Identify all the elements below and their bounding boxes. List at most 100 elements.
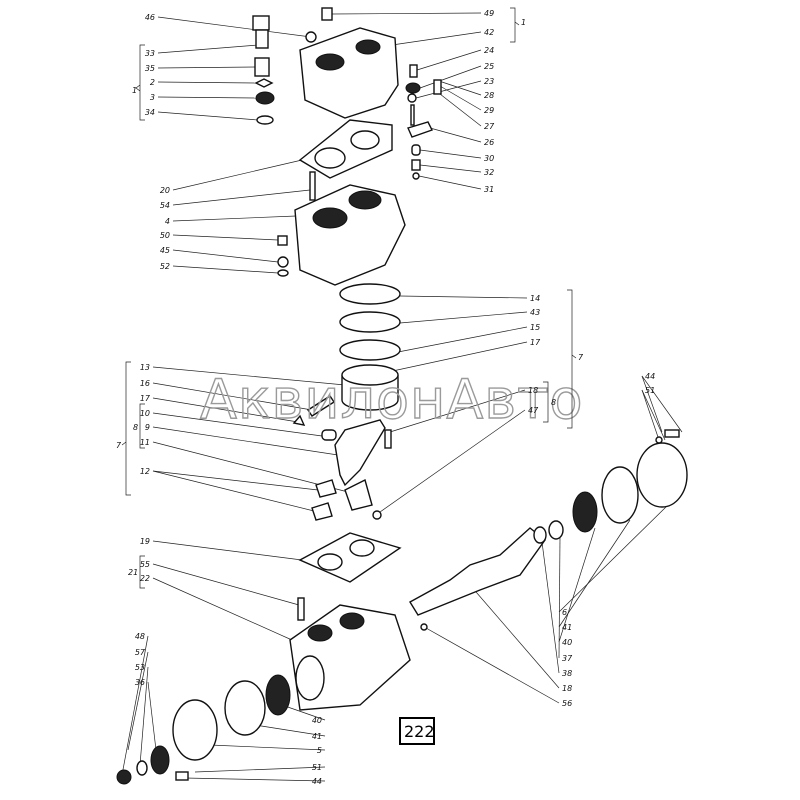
callout-31: 31 (484, 185, 494, 194)
bearing-40 (572, 491, 598, 533)
washer-51 (655, 436, 663, 444)
leader-line (558, 527, 596, 643)
plunger-30 (411, 144, 421, 156)
plug-33 (252, 15, 270, 31)
leader-line (425, 627, 560, 704)
callout-15: 15 (530, 323, 540, 332)
leader-line (152, 412, 323, 437)
callout-11: 11 (140, 438, 150, 447)
leader-line (419, 164, 482, 173)
leader-line (152, 540, 303, 561)
leader-line (172, 215, 297, 222)
callout-28: 28 (484, 91, 494, 100)
callout-42: 42 (484, 28, 494, 37)
leader-line (435, 79, 482, 96)
callout-52: 52 (160, 262, 170, 271)
callout-20: 20 (160, 186, 170, 195)
leader-line (429, 127, 482, 143)
callout-27: 27 (484, 122, 495, 131)
callout-35: 35 (145, 64, 155, 73)
bearing-40 (265, 674, 291, 716)
gasket-hole (349, 539, 375, 557)
leader-line (397, 326, 528, 353)
leader-line (541, 541, 560, 674)
group-label-8: 8 (551, 398, 556, 407)
callout-40: 40 (562, 638, 572, 647)
seat-3 (255, 91, 275, 105)
head-port (315, 53, 345, 71)
leader-line (469, 584, 560, 689)
crankcase-opening (295, 655, 325, 701)
callout-40: 40 (312, 716, 322, 725)
callout-30: 30 (484, 154, 494, 163)
ring-53 (136, 760, 148, 776)
plug-body (255, 29, 269, 49)
nut-48 (116, 769, 132, 785)
group-label-7: 7 (116, 441, 122, 450)
leader-line (439, 93, 482, 127)
callout-10: 10 (140, 409, 150, 418)
gasket-19 (298, 532, 402, 583)
callout-37: 37 (562, 654, 573, 663)
leader-line (389, 389, 526, 433)
callout-19: 19 (140, 537, 150, 546)
callout-51: 51 (645, 386, 655, 395)
leader-lines (121, 12, 683, 782)
group-label-7: 7 (578, 353, 584, 362)
cylinder-bore (312, 207, 348, 229)
leader-line (152, 441, 349, 493)
cylinder-bore (348, 190, 382, 210)
leader-line (152, 563, 300, 606)
callout-26: 26 (484, 138, 494, 147)
leader-line (194, 766, 326, 773)
callout-44: 44 (312, 777, 322, 786)
callout-14: 14 (530, 294, 540, 303)
leader-line (152, 470, 319, 491)
callout-12: 12 (140, 467, 150, 476)
callout-55: 55 (140, 560, 150, 569)
cylinder-head (299, 27, 399, 119)
plate-23 (407, 93, 417, 103)
leader-line (254, 724, 326, 737)
callout-13: 13 (140, 363, 150, 372)
callout-50: 50 (160, 231, 170, 240)
leader-line (184, 777, 326, 782)
valve-25 (405, 82, 421, 94)
spring-38 (533, 526, 547, 544)
callout-53: 53 (135, 663, 145, 672)
leader-line (558, 519, 631, 628)
group-label-21: 21 (128, 568, 138, 577)
callout-23: 23 (484, 77, 494, 86)
leader-line (379, 409, 526, 513)
leader-line (127, 651, 149, 751)
leader-line (419, 65, 482, 89)
callout-labels: 4633352334494224252328292726303231205445… (135, 9, 655, 786)
callout-46: 46 (145, 13, 155, 22)
stud-54 (309, 171, 316, 201)
bearing-shell-12 (311, 502, 333, 521)
ring-43 (339, 311, 401, 333)
cover-5 (172, 699, 218, 761)
key-56 (420, 623, 428, 631)
callout-24: 24 (484, 46, 494, 55)
callout-36: 36 (135, 678, 145, 687)
leader-line (641, 389, 660, 441)
nut-46 (305, 31, 317, 43)
leader-line (172, 159, 303, 191)
washer-52 (277, 269, 289, 277)
leader-line (157, 16, 312, 38)
callout-18: 18 (528, 386, 538, 395)
leader-line (147, 681, 157, 751)
head-port (355, 39, 381, 55)
callout-38: 38 (562, 669, 572, 678)
ring-14 (339, 283, 401, 305)
callout-4: 4 (165, 217, 170, 226)
crankcase-bore (307, 624, 333, 642)
leader-line (157, 66, 257, 69)
callout-48: 48 (135, 632, 145, 641)
leader-line (152, 577, 293, 641)
callout-33: 33 (145, 49, 155, 58)
leader-line (558, 537, 561, 659)
